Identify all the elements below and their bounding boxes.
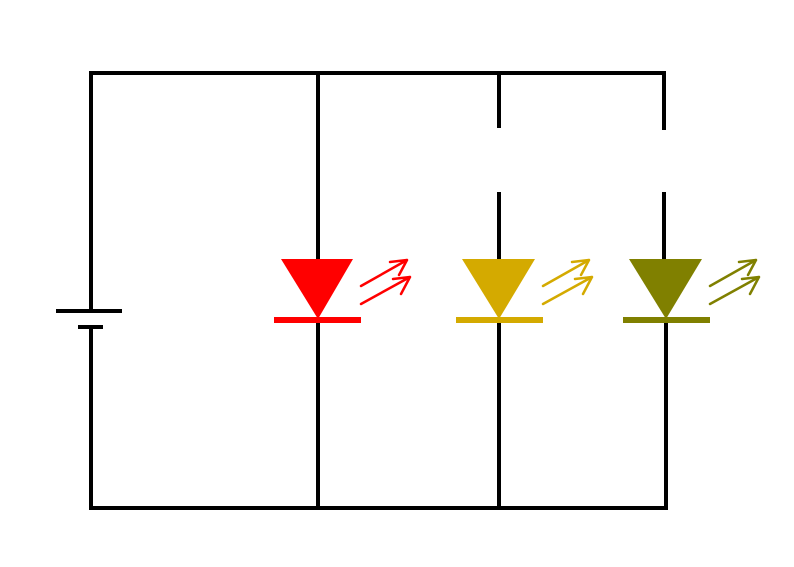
arrow-icon — [708, 275, 761, 306]
led-gold — [456, 258, 594, 323]
led-gold-triangle — [462, 259, 535, 319]
led-olive-triangle — [629, 259, 702, 319]
led-olive-light-arrows — [708, 258, 761, 306]
led-gold-light-arrows — [541, 258, 594, 306]
wiring — [89, 71, 668, 510]
led-red — [274, 258, 412, 323]
arrow-icon — [541, 275, 594, 306]
arrow-icon — [708, 258, 758, 288]
led-red-light-arrows — [359, 258, 412, 306]
arrow-icon — [541, 258, 591, 288]
led-olive — [623, 258, 761, 323]
arrow-icon — [359, 275, 412, 306]
battery-symbol — [56, 309, 122, 329]
led-red-triangle — [281, 259, 353, 319]
arrow-icon — [359, 258, 409, 288]
